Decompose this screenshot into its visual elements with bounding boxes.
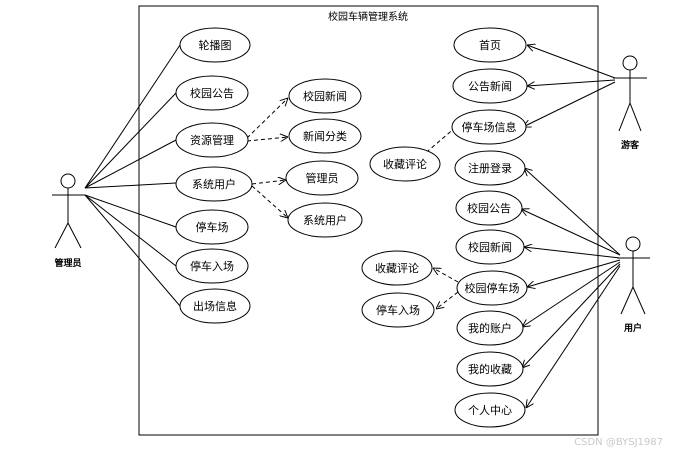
svg-text:收藏评论: 收藏评论	[383, 157, 427, 171]
uc-campus-notice: 校园公告	[175, 75, 249, 111]
svg-text:首页: 首页	[479, 38, 501, 52]
uc-parking-entry-user: 停车入场	[361, 292, 435, 328]
svg-text:停车场信息: 停车场信息	[462, 120, 517, 134]
svg-text:系统用户: 系统用户	[303, 213, 347, 227]
uc-system-user-sub: 系统用户	[287, 202, 363, 238]
uc-personal-center: 个人中心	[454, 392, 526, 428]
uc-resource-mgmt: 资源管理	[175, 122, 249, 158]
uc-fav-comment-user: 收藏评论	[361, 250, 433, 286]
actor-admin-label: 管理员	[54, 257, 81, 269]
user-extends	[433, 268, 459, 309]
svg-text:管理员: 管理员	[306, 171, 339, 185]
svg-text:注册登录: 注册登录	[468, 161, 512, 175]
svg-text:校园新闻: 校园新闻	[303, 89, 347, 103]
uc-parking-info: 停车场信息	[451, 109, 527, 145]
uc-campus-news-admin: 校园新闻	[288, 78, 362, 114]
actor-admin	[52, 173, 85, 249]
svg-text:资源管理: 资源管理	[190, 133, 234, 147]
uc-exit-info: 出场信息	[179, 288, 251, 324]
visitor-associations	[523, 45, 616, 127]
admin-associations	[84, 44, 181, 307]
watermark: CSDN @BYSJ1987	[574, 437, 663, 448]
system-boundary	[138, 5, 599, 436]
svg-text:系统用户: 系统用户	[192, 177, 236, 191]
uc-register-login: 注册登录	[454, 150, 526, 186]
uc-parking-lot: 停车场	[175, 209, 249, 245]
uc-campus-parking: 校园停车场	[456, 270, 528, 306]
uc-notice-news: 公告新闻	[452, 68, 528, 104]
svg-text:公告新闻: 公告新闻	[468, 79, 512, 93]
uc-administrator: 管理员	[285, 160, 359, 196]
svg-text:个人中心: 个人中心	[468, 404, 512, 417]
svg-text:我的账户: 我的账户	[468, 321, 512, 335]
svg-text:出场信息: 出场信息	[193, 299, 237, 313]
admin-includes	[246, 98, 288, 218]
svg-text:新闻分类: 新闻分类	[303, 129, 347, 143]
svg-text:校园公告: 校园公告	[467, 201, 511, 215]
actor-visitor-label: 游客	[621, 139, 640, 151]
uc-user-campus-notice: 校园公告	[455, 190, 523, 226]
actor-user-label: 用户	[623, 322, 642, 334]
svg-text:校园新闻: 校园新闻	[468, 240, 512, 254]
uc-parking-entry: 停车入场	[175, 248, 249, 284]
uc-carousel: 轮播图	[179, 27, 251, 63]
system-title: 校园车辆管理系统	[328, 10, 408, 23]
actor-visitor	[613, 55, 647, 132]
uc-user-campus-news: 校园新闻	[455, 229, 525, 265]
uc-my-favorites: 我的收藏	[456, 351, 524, 387]
uc-news-category: 新闻分类	[288, 118, 362, 154]
user-associations	[521, 168, 621, 408]
actor-user	[617, 236, 650, 315]
svg-text:收藏评论: 收藏评论	[375, 261, 419, 275]
svg-text:停车场: 停车场	[196, 220, 229, 234]
svg-text:轮播图: 轮播图	[199, 38, 232, 52]
uc-my-account: 我的账户	[456, 310, 524, 346]
svg-text:校园停车场: 校园停车场	[465, 281, 520, 295]
svg-text:校园公告: 校园公告	[190, 86, 234, 100]
uc-home: 首页	[453, 27, 527, 63]
uc-system-user: 系统用户	[175, 166, 253, 202]
svg-text:我的收藏: 我的收藏	[468, 362, 512, 376]
uc-fav-comment-visitor: 收藏评论	[369, 146, 441, 182]
svg-text:停车入场: 停车入场	[190, 259, 234, 273]
svg-text:停车入场: 停车入场	[376, 303, 420, 317]
